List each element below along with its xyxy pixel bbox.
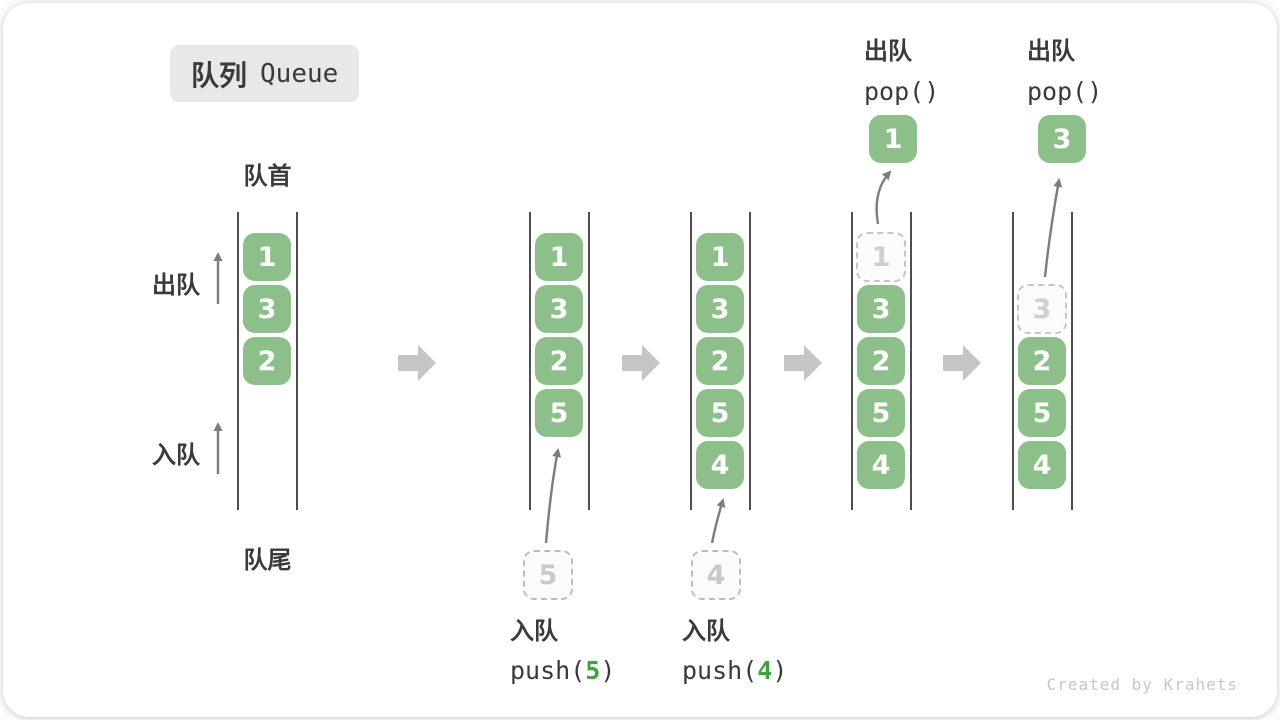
title-zh: 队列 [191, 59, 248, 91]
queue-item: 5 [857, 389, 905, 437]
queue-item: 4 [1018, 441, 1066, 489]
queue-item-popped: 1 [869, 115, 917, 163]
operation-label-push-5: 入队 push(5) [510, 611, 615, 685]
queue-item: 2 [243, 337, 291, 385]
transition-arrow-icon [943, 345, 981, 381]
queue-item: 1 [243, 233, 291, 281]
transition-arrow-icon [784, 345, 822, 381]
queue-item: 2 [535, 337, 583, 385]
queue-state-1: 1 3 2 [237, 0, 298, 720]
queue-wall-right [1071, 212, 1073, 510]
queue-item: 5 [1018, 389, 1066, 437]
transition-arrow-icon [622, 345, 660, 381]
queue-item: 3 [243, 285, 291, 333]
op-arg: 4 [757, 656, 773, 685]
title-en: Queue [260, 58, 339, 89]
queue-item-pending: 5 [523, 550, 573, 600]
label-enqueue: 入队 [152, 442, 200, 469]
queue-item-pending: 4 [691, 550, 741, 600]
queue-wall-right [749, 212, 751, 510]
queue-item-ghost: 1 [856, 232, 906, 282]
queue-item-ghost: 3 [1017, 284, 1067, 334]
watermark: Created by Krahets [1046, 675, 1238, 694]
op-code: push(4) [682, 656, 788, 685]
queue-state-3: 1 3 2 5 4 4 入队 push(4) [682, 0, 787, 720]
queue-state-5: 出队 pop() 3 3 2 5 4 [1012, 0, 1102, 720]
queue-item: 1 [535, 233, 583, 281]
queue-wall-left [851, 212, 853, 510]
label-queue-rear: 队尾 [243, 547, 292, 574]
queue-item: 2 [1018, 337, 1066, 385]
queue-wall-left [1012, 212, 1014, 510]
queue-item: 2 [696, 337, 744, 385]
operation-label-push-4: 入队 push(4) [682, 611, 787, 685]
label-queue-front: 队首 [243, 163, 292, 190]
op-code: push(5) [510, 656, 616, 685]
op-name: 出队 [864, 38, 912, 65]
queue-item: 2 [857, 337, 905, 385]
queue-item: 4 [696, 441, 744, 489]
op-name: 出队 [1027, 38, 1075, 65]
op-code: pop() [1027, 77, 1103, 106]
queue-wall-right [588, 212, 590, 510]
operation-label-pop-1: 出队 pop() [864, 31, 939, 106]
op-code: pop() [864, 77, 940, 106]
queue-wall-right [910, 212, 912, 510]
operation-label-pop-3: 出队 pop() [1027, 31, 1102, 106]
op-arg: 5 [585, 656, 601, 685]
queue-item: 5 [535, 389, 583, 437]
queue-state-2: 1 3 2 5 5 入队 push(5) [510, 0, 615, 720]
queue-item: 5 [696, 389, 744, 437]
label-dequeue: 出队 [152, 272, 200, 299]
queue-item: 4 [857, 441, 905, 489]
queue-item: 3 [696, 285, 744, 333]
queue-wall-right [296, 212, 298, 510]
queue-item: 3 [857, 285, 905, 333]
queue-state-4: 出队 pop() 1 1 3 2 5 4 [851, 0, 939, 720]
queue-item: 3 [535, 285, 583, 333]
op-name: 入队 [510, 618, 558, 645]
queue-wall-left [237, 212, 239, 510]
queue-item: 1 [696, 233, 744, 281]
title-badge: 队列 Queue [170, 45, 360, 102]
transition-arrow-icon [398, 345, 436, 381]
queue-wall-left [529, 212, 531, 510]
op-name: 入队 [682, 618, 730, 645]
queue-wall-left [690, 212, 692, 510]
queue-item-popped: 3 [1038, 115, 1086, 163]
